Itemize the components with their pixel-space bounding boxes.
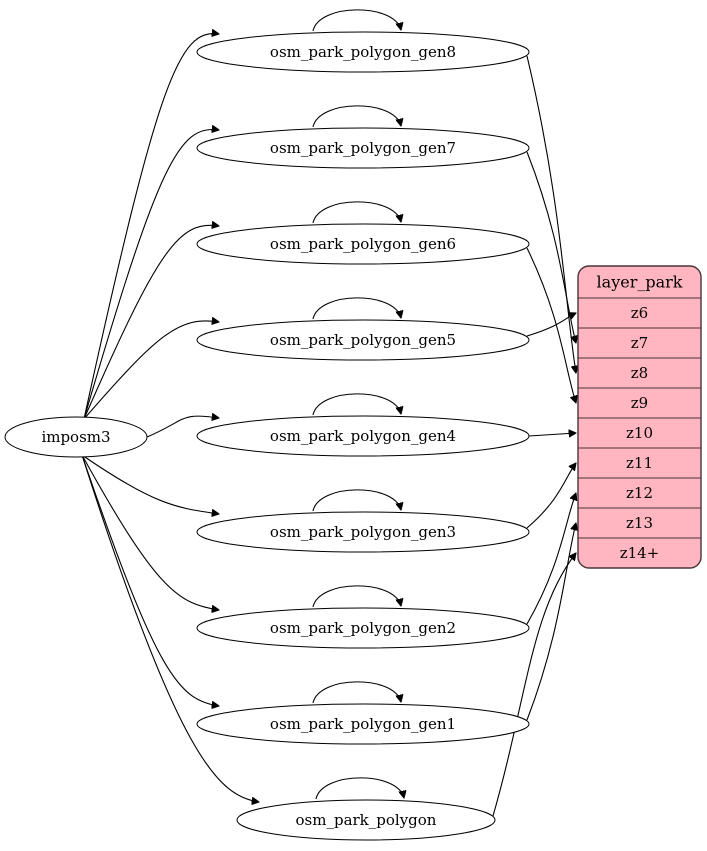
- node-osm-park-polygon-gen6-ellipse[interactable]: [196, 223, 530, 265]
- edge-imposm3-to-osm-park-polygon: [81, 454, 259, 802]
- edge-self-loop-osm-park-polygon-gen5: [312, 297, 401, 319]
- node-osm-park-polygon-gen5-label: osm_park_polygon_gen5: [270, 331, 456, 349]
- layer-park-row-z10[interactable]: z10: [626, 424, 653, 442]
- node-osm-park-polygon-gen1-ellipse[interactable]: [196, 703, 530, 745]
- node-osm-park-polygon-gen4-label: osm_park_polygon_gen4: [270, 427, 456, 445]
- edge-self-loop-osm-park-polygon-gen6: [312, 201, 401, 223]
- node-osm-park-polygon-gen2-ellipse[interactable]: [196, 607, 530, 649]
- edge-osm-park-polygon-gen8-to-z8: [526, 55, 576, 373]
- node-osm-park-polygon-gen8-label: osm_park_polygon_gen8: [270, 43, 456, 61]
- edge-osm-park-polygon-gen7-to-z7: [526, 151, 576, 343]
- node-osm-park-polygon-gen3-label: osm_park_polygon_gen3: [270, 523, 456, 541]
- layer-park-row-z13[interactable]: z13: [626, 514, 653, 532]
- node-osm-park-polygon-gen3-ellipse[interactable]: [196, 511, 530, 553]
- edge-osm-park-polygon-gen3-to-z11: [526, 463, 576, 529]
- edges-self-loops: [312, 9, 404, 799]
- node-osm-park-polygon-gen7-ellipse[interactable]: [196, 127, 530, 169]
- edge-imposm3-to-osm-park-polygon-gen2: [81, 454, 219, 610]
- edge-self-loop-osm-park-polygon-gen1: [312, 681, 401, 703]
- graph-nodes: imposm3 osm_park_polygon_gen8 osm_park_pol…: [4, 31, 530, 841]
- layer-park-outline: [577, 265, 702, 569]
- layer-park-row-z7[interactable]: z7: [631, 334, 648, 352]
- node-osm-park-polygon-gen4-ellipse[interactable]: [196, 415, 530, 457]
- layer-park-header: layer_park: [597, 273, 683, 292]
- edge-osm-park-polygon-gen2-to-z12: [526, 493, 576, 625]
- edge-osm-park-polygon-gen6-to-z9: [526, 247, 576, 403]
- edges-from-imposm3: [81, 34, 259, 802]
- edge-osm-park-polygon-gen1-to-z13: [526, 523, 576, 721]
- node-osm-park-polygon-gen1-label: osm_park_polygon_gen1: [270, 715, 456, 733]
- edge-osm-park-polygon-gen5-to-z6: [526, 313, 576, 337]
- layer-park-row-z12[interactable]: z12: [626, 484, 653, 502]
- edge-osm-park-polygon-gen4-to-z10: [528, 433, 576, 436]
- edge-imposm3-to-osm-park-polygon-gen6: [83, 225, 219, 420]
- layer-park-table: layer_park z6 z7 z8 z9 z10 z11 z12 z13 z14+: [577, 265, 702, 569]
- edge-imposm3-to-osm-park-polygon-gen3: [81, 454, 219, 514]
- layer-park-row-z8[interactable]: z8: [631, 364, 648, 382]
- edge-self-loop-osm-park-polygon-gen4: [312, 393, 401, 415]
- edge-self-loop-osm-park-polygon-gen3: [312, 489, 401, 511]
- edge-imposm3-to-osm-park-polygon-gen7: [83, 129, 219, 420]
- edge-self-loop-osm-park-polygon-gen8: [312, 9, 401, 31]
- node-osm-park-polygon-ellipse[interactable]: [236, 799, 496, 841]
- edge-imposm3-to-osm-park-polygon-gen4: [146, 416, 219, 438]
- node-osm-park-polygon-gen7-label: osm_park_polygon_gen7: [270, 139, 456, 157]
- layer-park-row-z9[interactable]: z9: [631, 394, 648, 412]
- node-osm-park-polygon-gen2-label: osm_park_polygon_gen2: [270, 619, 456, 637]
- layer-park-row-z6[interactable]: z6: [631, 304, 648, 322]
- node-osm-park-polygon-gen5-ellipse[interactable]: [196, 319, 530, 361]
- edges-to-layer-park: [492, 55, 576, 817]
- node-imposm3-label: imposm3: [41, 428, 110, 446]
- edge-imposm3-to-osm-park-polygon-gen8: [83, 34, 219, 420]
- layer-park-row-z14+[interactable]: z14+: [620, 544, 660, 562]
- layer-park-row-z11[interactable]: z11: [626, 454, 653, 472]
- edge-self-loop-osm-park-polygon-gen2: [312, 585, 401, 607]
- node-osm-park-polygon-gen6-label: osm_park_polygon_gen6: [270, 235, 456, 253]
- edge-imposm3-to-osm-park-polygon-gen1: [81, 454, 219, 706]
- node-imposm3-ellipse[interactable]: [4, 416, 148, 458]
- node-osm-park-polygon-gen8-ellipse[interactable]: [196, 31, 530, 73]
- edge-imposm3-to-osm-park-polygon-gen5: [83, 321, 219, 420]
- node-osm-park-polygon-label: osm_park_polygon: [296, 811, 437, 829]
- edge-self-loop-osm-park-polygon-gen7: [312, 105, 401, 127]
- edge-self-loop-osm-park-polygon: [315, 777, 404, 799]
- edge-osm-park-polygon-to-z14+: [492, 553, 576, 817]
